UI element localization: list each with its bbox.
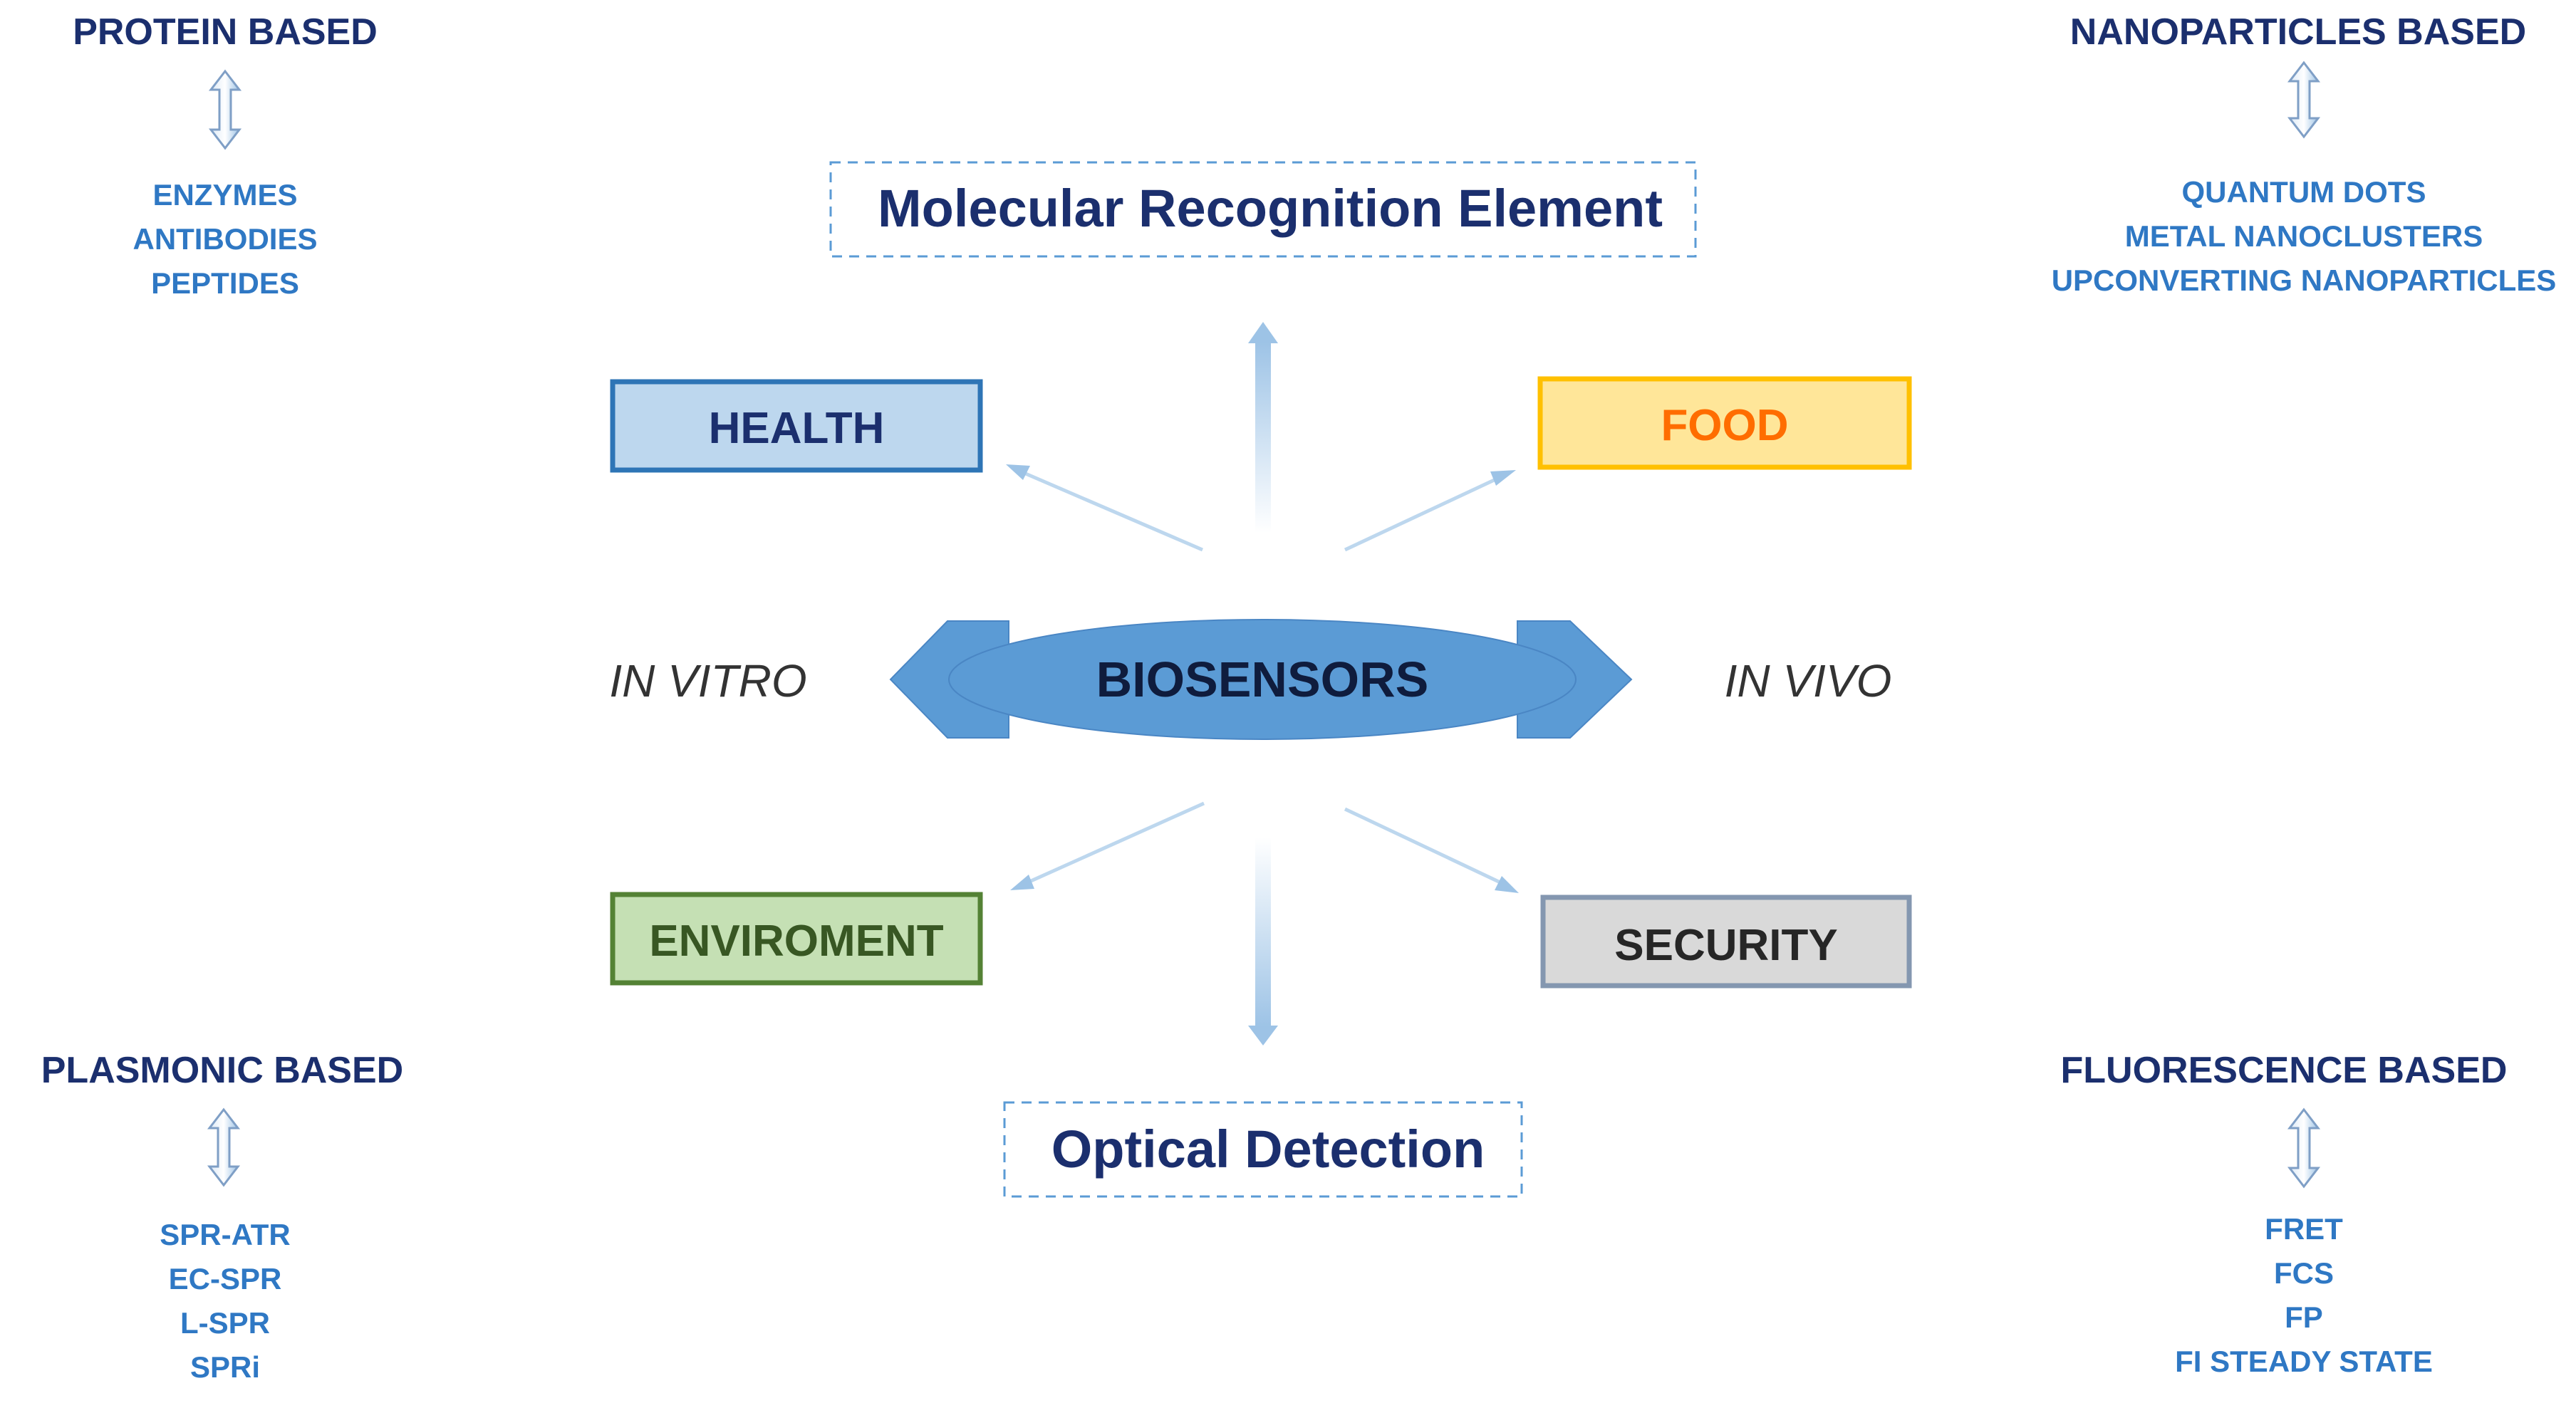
food-label: FOOD xyxy=(1661,401,1788,450)
arrow-up-to-recognition xyxy=(1248,322,1278,533)
arrow-down-to-detection xyxy=(1248,838,1278,1045)
plasmonic-item-spri: SPRi xyxy=(190,1350,260,1384)
arrow-to-food xyxy=(1344,470,1516,552)
plasmonic-based-group: PLASMONIC BASED SPR-ATR EC-SPR L-SPR SPR… xyxy=(41,1050,403,1384)
nanoparticles-double-arrow-icon xyxy=(2287,61,2321,139)
fluorescence-based-title: FLUORESCENCE BASED xyxy=(2061,1050,2508,1091)
optical-detection-label: Optical Detection xyxy=(1051,1120,1485,1179)
in-vitro-label: IN VITRO xyxy=(609,655,806,706)
environment-box: ENVIROMENT xyxy=(610,892,983,986)
fluorescence-item-fret: FRET xyxy=(2265,1212,2343,1246)
protein-based-group: PROTEIN BASED ENZYMES ANTIBODIES PEPTIDE… xyxy=(73,11,378,300)
protein-double-arrow-icon xyxy=(208,69,242,150)
security-label: SECURITY xyxy=(1614,921,1837,970)
health-label: HEALTH xyxy=(709,404,885,453)
fluorescence-double-arrow-icon xyxy=(2287,1107,2321,1189)
fluorescence-item-fcs: FCS xyxy=(2274,1256,2334,1290)
optical-detection-box: Optical Detection xyxy=(1003,1101,1523,1198)
environment-label: ENVIROMENT xyxy=(649,917,943,966)
biosensors-label: BIOSENSORS xyxy=(1096,652,1429,707)
biosensors-ellipse xyxy=(948,619,1577,740)
fluorescence-item-fi-steady-state: FI STEADY STATE xyxy=(2175,1345,2433,1378)
health-box: HEALTH xyxy=(610,379,983,473)
arrow-to-environment xyxy=(1010,801,1205,890)
nanoparticles-based-title: NANOPARTICLES BASED xyxy=(2070,11,2526,53)
protein-based-title: PROTEIN BASED xyxy=(73,11,378,53)
security-box: SECURITY xyxy=(1540,895,1912,989)
arrow-to-security xyxy=(1344,807,1519,893)
in-vivo-label: IN VIVO xyxy=(1725,655,1892,706)
plasmonic-item-ec-spr: EC-SPR xyxy=(169,1262,282,1295)
protein-item-peptides: PEPTIDES xyxy=(151,266,299,300)
nanoparticles-item-metal-nanoclusters: METAL NANOCLUSTERS xyxy=(2125,219,2483,253)
molecular-recognition-element-label: Molecular Recognition Element xyxy=(878,179,1663,238)
plasmonic-double-arrow-icon xyxy=(207,1107,241,1187)
nanoparticles-item-upconverting: UPCONVERTING NANOPARTICLES xyxy=(2052,264,2557,297)
nanoparticles-based-group: NANOPARTICLES BASED QUANTUM DOTS METAL N… xyxy=(2052,11,2557,297)
fluorescence-based-group: FLUORESCENCE BASED FRET FCS FP FI STEADY… xyxy=(2061,1050,2508,1378)
protein-item-enzymes: ENZYMES xyxy=(152,178,297,212)
arrow-to-health xyxy=(1006,464,1203,552)
plasmonic-item-l-spr: L-SPR xyxy=(180,1306,270,1340)
fluorescence-item-fp: FP xyxy=(2285,1300,2323,1334)
food-box: FOOD xyxy=(1537,376,1912,470)
molecular-recognition-element-box: Molecular Recognition Element xyxy=(829,161,1697,258)
plasmonic-item-spr-atr: SPR-ATR xyxy=(160,1218,291,1251)
nanoparticles-item-quantum-dots: QUANTUM DOTS xyxy=(2182,175,2426,209)
biosensors-center: BIOSENSORS xyxy=(889,619,1633,740)
protein-item-antibodies: ANTIBODIES xyxy=(133,222,317,256)
plasmonic-based-title: PLASMONIC BASED xyxy=(41,1050,403,1091)
